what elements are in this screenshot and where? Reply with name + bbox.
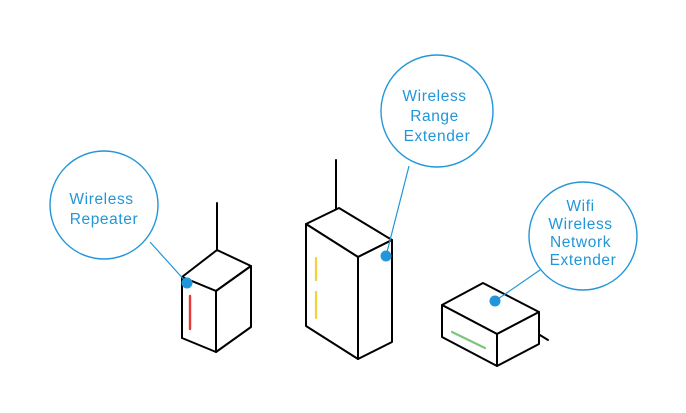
- range-extender-callout-bubble: [380, 54, 494, 168]
- range-extender-side-face: [357, 239, 393, 360]
- wireless-repeater-device: [181, 202, 252, 353]
- repeater-callout-dot: [181, 277, 193, 289]
- network-extender-device: [441, 282, 549, 367]
- network-extender-label-line: Wireless: [548, 216, 612, 233]
- repeater-label-line: Wireless: [69, 191, 133, 208]
- repeater-callout-bubble: [49, 150, 159, 260]
- network-extender-led: [450, 330, 487, 350]
- range-extender-label-line: Range: [410, 108, 459, 125]
- range-extender-callout-leader: [385, 165, 410, 257]
- network-extender-label-line: Network: [550, 234, 611, 251]
- range-extender-callout-dot: [380, 250, 392, 262]
- repeater-side-face: [215, 265, 252, 353]
- network-extender-callout-dot: [489, 295, 501, 307]
- range-extender-label-line: Wireless: [402, 88, 466, 105]
- range-extender-label: Wireless Range Extender: [402, 88, 471, 145]
- callout-wireless-range-extender: Wireless Range Extender: [380, 54, 494, 262]
- network-extender-label-line: Wifi: [566, 198, 594, 215]
- network-extender-label-line: Extender: [550, 252, 617, 269]
- network-extender-label: Wifi Wireless Network Extender: [548, 198, 617, 269]
- repeater-callout-leader: [149, 241, 188, 284]
- repeater-label-line: Repeater: [70, 211, 139, 228]
- repeater-label: Wireless Repeater: [69, 191, 138, 228]
- network-extender-callout-leader: [494, 269, 541, 302]
- callout-wifi-network-extender: Wifi Wireless Network Extender: [489, 181, 638, 307]
- range-extender-label-line: Extender: [404, 128, 471, 145]
- range-extender-device: [305, 159, 393, 360]
- callout-wireless-repeater: Wireless Repeater: [49, 150, 193, 289]
- network-extender-callout-bubble: [528, 181, 638, 291]
- network-extender-side-face: [496, 311, 540, 367]
